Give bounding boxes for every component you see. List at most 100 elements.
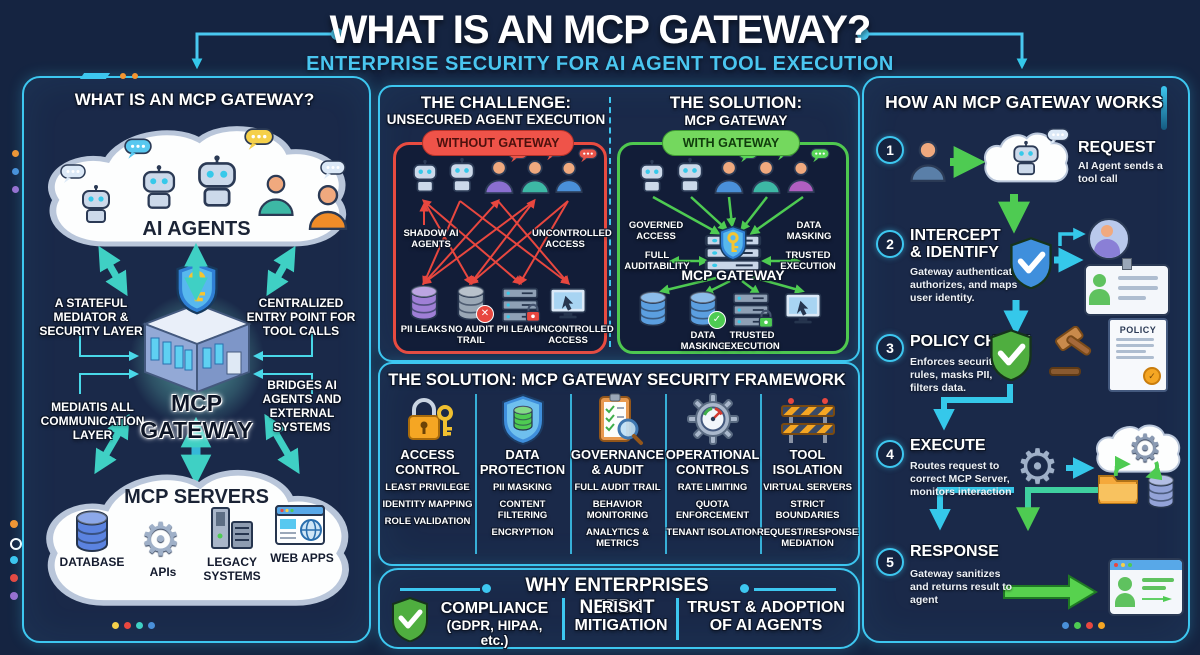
server-item-label: LEGACY SYSTEMS: [203, 555, 261, 583]
framework-column-access-control: ACCESS CONTROL LEAST PRIVILEGE IDENTITY …: [381, 390, 474, 558]
person-icon: [517, 158, 553, 194]
governed-access-label: GOVERNED ACCESS: [628, 220, 684, 242]
challenge-title-line2: UNSECURED AGENT EXECUTION: [386, 112, 606, 127]
person-icon: [748, 158, 784, 194]
framework-item: CONTENT FILTERING: [497, 499, 548, 521]
step-desc: Routes request to correct MCP Server, mo…: [910, 460, 1012, 499]
left-panel-title: WHAT IS AN MCP GATEWAY?: [74, 90, 315, 109]
bottom-label: PII LEAKS: [400, 324, 448, 335]
speech-bubble-icon: [810, 148, 830, 163]
callout-stateful-mediator: A STATEFUL MEDIATOR & SECURITY LAYER: [39, 296, 143, 339]
lock-icon: [524, 303, 542, 323]
framework-item: REQUEST/RESPONSE MEDIATION: [756, 526, 859, 549]
what-is-panel: WHAT IS AN MCP GATEWAY? AI AGENTS: [22, 73, 371, 643]
callout-centralized-entry: CENTRALIZED ENTRY POINT FOR TOOL CALLS: [246, 296, 356, 339]
mcp-gateway-building-icon: [142, 302, 252, 394]
gear-icon: ⚙: [140, 513, 182, 565]
gavel-icon: [1049, 326, 1092, 376]
flow-arrows: [929, 146, 1110, 610]
database-icon: [636, 289, 670, 328]
decorative-dot: [120, 73, 126, 79]
step-desc: AI Agent sends a tool call: [1078, 160, 1163, 186]
framework-column-name: GOVERNANCE & AUDIT: [570, 447, 665, 477]
robot-icon: [408, 159, 442, 193]
ai-agents-label: AI AGENTS: [142, 218, 251, 240]
decorative-dot: [10, 538, 22, 550]
decorative-dot: [12, 168, 19, 175]
solution-title-line1: THE SOLUTION:: [669, 93, 803, 112]
person-icon: [784, 159, 818, 193]
framework-item: ROLE VALIDATION: [384, 515, 471, 527]
person-icon: [481, 158, 517, 194]
with-gateway-pill: WITH GATEWAY: [662, 130, 800, 156]
framework-separator: [760, 394, 762, 554]
mcp-gateway-mini-label: MCP GATEWAY: [681, 267, 785, 283]
framework-separator: [570, 394, 572, 554]
folder-icon: [1098, 475, 1138, 504]
title-dot-right: [740, 584, 749, 593]
bottom-label: UNCONTROLLED ACCESS: [534, 324, 614, 346]
without-gateway-box: SHADOW AI AGENTS UNCONTROLLED ACCESS ✕ P…: [393, 142, 614, 354]
why-separator: [562, 598, 565, 640]
framework-separator: [475, 394, 477, 554]
framework-column-name: TOOL ISOLATION: [772, 447, 843, 477]
why-separator: [676, 598, 679, 640]
bottom-label: PII LEAKS: [496, 324, 544, 335]
decorative-dot: [1098, 622, 1105, 629]
bottom-label: NO AUDIT TRAIL: [448, 324, 494, 346]
framework-item: VIRTUAL SERVERS: [763, 482, 852, 494]
why-enterprises-panel: WHY ENTERPRISES NEED IT COMPLIANCE (GDPR…: [378, 568, 860, 649]
mcp-gateway-label: MCP GATEWAY: [140, 390, 253, 443]
step-title: REQUEST: [1078, 139, 1156, 156]
framework-column-name: ACCESS CONTROL: [395, 447, 460, 477]
title-line-left: [400, 588, 480, 591]
sync-arrows-icon: [1113, 456, 1162, 481]
step-desc: Enforces security rules, masks PII, filt…: [910, 356, 999, 395]
title-dot-left: [482, 584, 491, 593]
why-item-label: COMPLIANCE: [440, 600, 549, 617]
decorative-dot: [148, 622, 155, 629]
step-title: EXECUTE: [910, 437, 986, 454]
framework-item: TENANT ISOLATION: [666, 526, 759, 538]
step-title: INTERCEPT & IDENTIFY: [910, 227, 1001, 261]
gear-gauge-icon: [686, 393, 739, 445]
with-gateway-box: GOVERNED ACCESS DATA MASKING FULL AUDITA…: [617, 142, 849, 354]
why-item-compliance: COMPLIANCE (GDPR, HIPAA, etc.): [432, 600, 557, 648]
step-number: 4: [876, 440, 904, 468]
why-item-risk: RISK MITIGATION: [574, 599, 668, 635]
without-gateway-pill: WITHOUT GATEWAY: [422, 130, 574, 156]
auth-shield-icon: [1008, 236, 1054, 289]
challenge-solution-divider: [609, 97, 611, 347]
mcp-servers-label: MCP SERVERS: [124, 486, 269, 508]
server-item-label: APIs: [149, 565, 177, 579]
decorative-dot: [1062, 622, 1069, 629]
server-item-label: DATABASE: [59, 555, 125, 569]
how-title: HOW AN MCP GATEWAY WORKS: [885, 92, 1163, 112]
step-desc: Gateway sanitizes and returns result to …: [910, 568, 1013, 607]
lock-icon: [757, 309, 775, 329]
legacy-systems-icon: [211, 507, 253, 549]
bottom-label: TRUSTED EXECUTION: [724, 330, 780, 352]
shield-key-icon: [718, 225, 748, 261]
framework-item: ENCRYPTION: [491, 526, 554, 538]
decorative-dot: [12, 150, 19, 157]
decorative-dot: [10, 592, 18, 600]
step-desc: Gateway authenticates, authorizes, and m…: [910, 266, 1027, 305]
gear-icon: ⚙: [1016, 441, 1060, 494]
framework-item: QUOTA ENFORCEMENT: [675, 499, 750, 521]
decorative-dot: [10, 574, 18, 582]
security-framework-panel: THE SOLUTION: MCP GATEWAY SECURITY FRAME…: [378, 362, 860, 566]
step-number: 1: [876, 136, 904, 164]
result-window-icon: [1108, 558, 1184, 616]
framework-column-operational-controls: OPERATIONAL CONTROLS RATE LIMITING QUOTA…: [666, 390, 759, 558]
avatar-icon: [1088, 218, 1130, 260]
decorative-dot: [132, 73, 138, 79]
framework-column-tool-isolation: TOOL ISOLATION VIRTUAL SERVERS STRICT BO…: [757, 390, 858, 558]
step-number: 2: [876, 230, 904, 258]
callout-mediates-communication: MEDIATIS ALL COMMUNICATION LAYER: [40, 400, 145, 443]
decorative-dot: [1074, 622, 1081, 629]
decorative-dot: [1086, 622, 1093, 629]
speech-bubble-icon: [578, 148, 598, 163]
